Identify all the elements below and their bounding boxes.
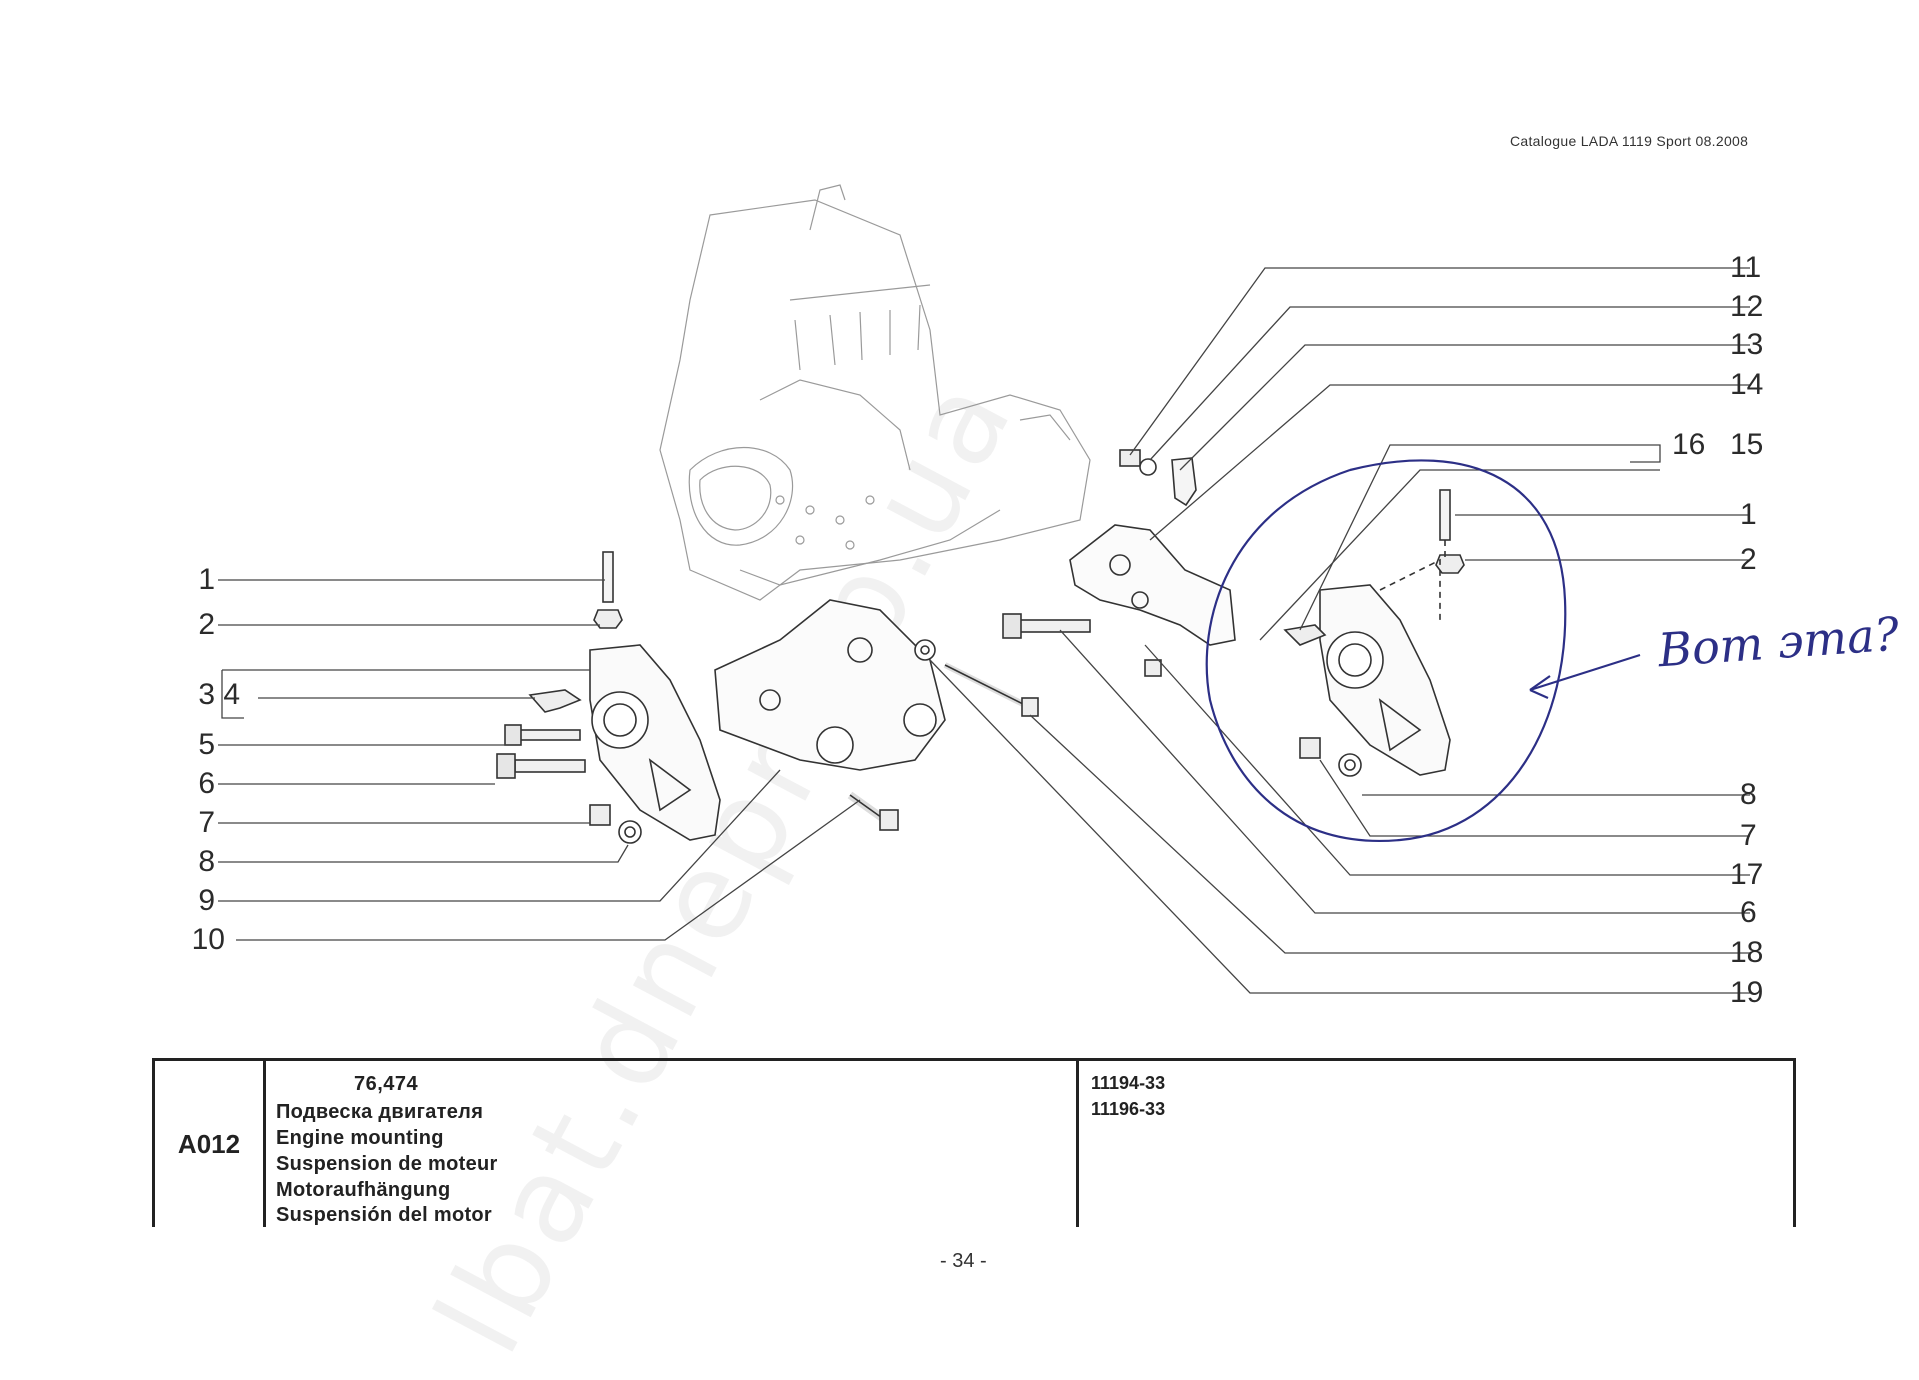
callout-right-2: 2 <box>1740 543 1757 576</box>
callout-right-12: 12 <box>1730 290 1764 323</box>
exploded-diagram <box>218 184 1750 994</box>
callout-right-8: 8 <box>1740 778 1757 811</box>
callout-left-7: 7 <box>198 806 215 839</box>
callout-right-14: 14 <box>1730 368 1764 401</box>
name-spanish: Suspensión del motor <box>276 1204 493 1226</box>
callout-left-2: 2 <box>198 608 215 641</box>
right-mount-parts <box>1002 449 1465 777</box>
callout-right-17: 17 <box>1730 858 1764 891</box>
name-german: Motoraufhängung <box>276 1179 451 1201</box>
callout-left-3: 3 <box>198 678 215 711</box>
callout-right-7: 7 <box>1740 819 1757 852</box>
section-value: 76,474 <box>354 1073 419 1095</box>
callout-left-10: 10 <box>191 923 225 956</box>
title-block: A012 76,474 Подвеска двигателя Engine mo… <box>152 1058 1796 1227</box>
callout-left-6: 6 <box>198 767 215 800</box>
model-codes: 11194-33 11196-33 <box>1079 1061 1779 1227</box>
left-leader-lines <box>218 579 861 941</box>
name-russian: Подвеска двигателя <box>276 1101 484 1123</box>
callout-right-1: 1 <box>1740 498 1757 531</box>
callout-left-8: 8 <box>198 845 215 878</box>
callout-right-6: 6 <box>1740 896 1757 929</box>
engine-block-illustration <box>659 184 1091 601</box>
callout-right-13: 13 <box>1730 328 1764 361</box>
callout-right-16: 16 <box>1672 428 1706 461</box>
callout-left-1: 1 <box>198 563 215 596</box>
right-leader-lines <box>929 267 1750 994</box>
pen-circle-annotation <box>1205 459 1641 843</box>
section-code: A012 <box>155 1061 266 1227</box>
left-mount-parts <box>496 551 1039 844</box>
callout-left-9: 9 <box>198 884 215 917</box>
catalogue-header: Catalogue LADA 1119 Sport 08.2008 <box>1510 133 1749 149</box>
callout-right-15: 15 <box>1730 428 1764 461</box>
page-number: - 34 - <box>940 1250 987 1272</box>
model-code-1: 11194-33 <box>1091 1073 1166 1093</box>
callout-left-5: 5 <box>198 728 215 761</box>
callout-right-11: 11 <box>1730 251 1762 284</box>
name-english: Engine mounting <box>276 1127 444 1149</box>
section-names: 76,474 Подвеска двигателя Engine mountin… <box>266 1061 1079 1227</box>
model-code-2: 11196-33 <box>1091 1099 1166 1119</box>
callout-left-4: 4 <box>223 678 240 711</box>
callout-right-19: 19 <box>1730 976 1764 1009</box>
callout-right-18: 18 <box>1730 936 1764 969</box>
name-french: Suspension de moteur <box>276 1153 498 1175</box>
